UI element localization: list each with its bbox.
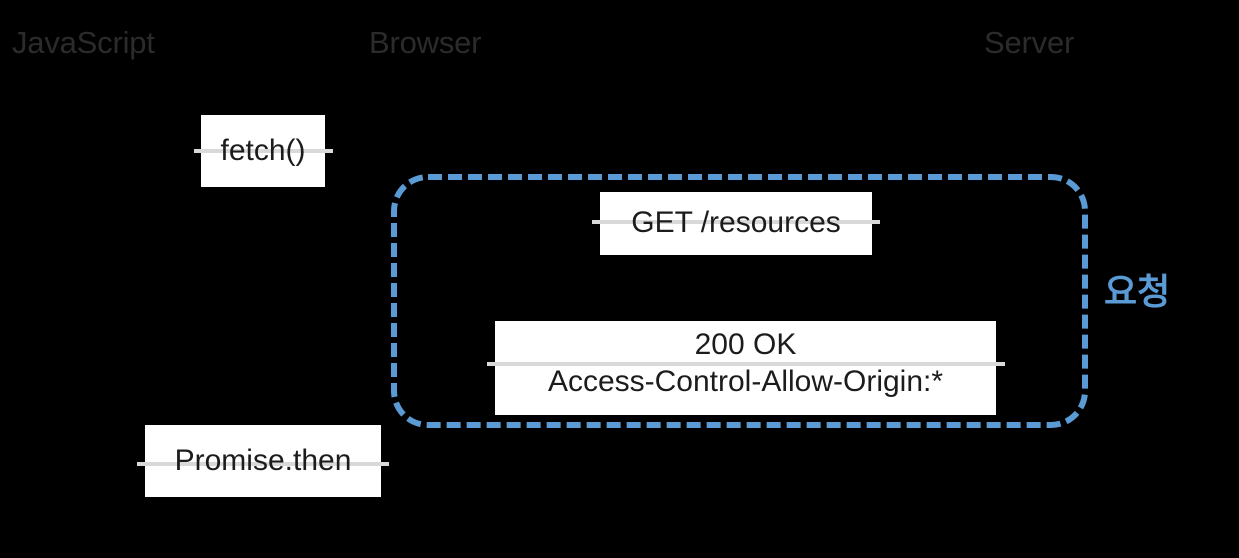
request-group-outline [391,174,1088,428]
connector-line-response [487,362,1005,366]
connector-line-get [592,220,880,224]
connector-line-promise [137,462,389,466]
message-box-response: 200 OK Access-Control-Allow-Origin:* [495,321,996,415]
message-label-acao-header: Access-Control-Allow-Origin:* [547,364,944,398]
message-label-promise-then: Promise.then [174,443,352,477]
message-label-status: 200 OK [694,328,797,361]
connector-line-fetch [194,149,333,153]
request-group-label: 요청 [1104,271,1171,312]
message-label-fetch: fetch() [220,133,306,167]
lane-label-server: Server [984,25,1075,60]
message-label-get-resources: GET /resources [631,206,841,240]
dashed-rounded-rect-icon [391,174,1088,428]
lane-label-javascript: JavaScript [12,25,155,60]
lane-label-browser: Browser [369,25,482,60]
message-box-get-resources: GET /resources [600,192,872,255]
message-box-fetch: fetch() [201,115,325,187]
message-box-promise-then: Promise.then [145,425,381,497]
